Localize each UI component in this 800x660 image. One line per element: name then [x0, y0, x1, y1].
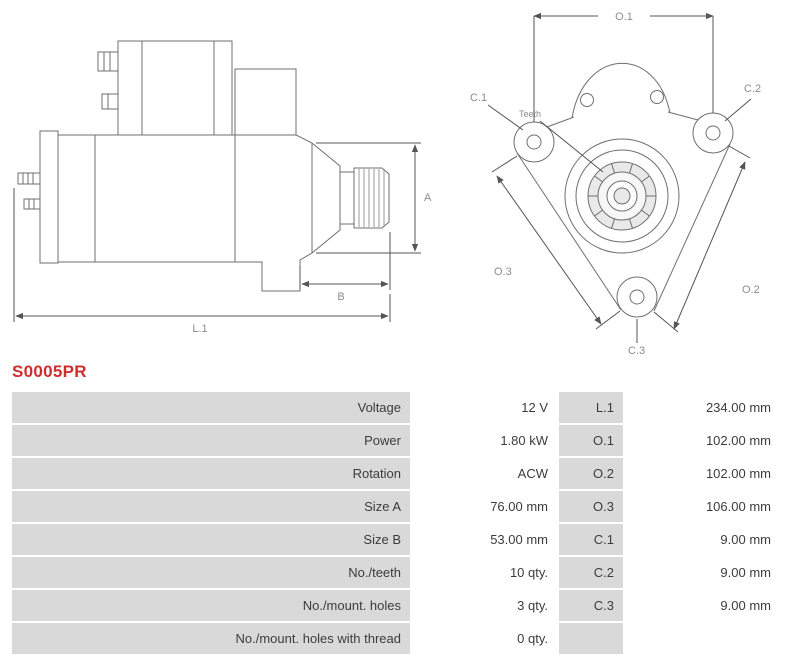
dim-value: 106.00 mm — [625, 491, 780, 522]
dim-key: O.3 — [559, 491, 623, 522]
center-bore-gear — [564, 138, 680, 254]
dim-key: L.1 — [559, 392, 623, 423]
spec-row: No./mount. holes with thread 0 qty. — [12, 623, 780, 654]
spec-row: Size A 76.00 mm O.3 106.00 mm — [12, 491, 780, 522]
dim-value — [625, 623, 780, 654]
spec-value: 76.00 mm — [412, 491, 557, 522]
rear-end-cap — [39, 130, 59, 264]
spec-value: 3 qty. — [412, 590, 557, 621]
spec-table: Voltage 12 V L.1 234.00 mm Power 1.80 kW… — [10, 390, 782, 656]
spec-value: 12 V — [412, 392, 557, 423]
dim-label-c2: C.2 — [744, 83, 761, 95]
dim-label-a: A — [424, 192, 432, 204]
dim-value: 102.00 mm — [625, 458, 780, 489]
spec-label: No./mount. holes with thread — [12, 623, 410, 654]
spec-label: Power — [12, 425, 410, 456]
front-view-dimensions — [487, 12, 752, 343]
dim-key — [559, 623, 623, 654]
dim-label-o1: O.1 — [615, 11, 633, 23]
spec-label: No./mount. holes — [12, 590, 410, 621]
spec-label: Size B — [12, 524, 410, 555]
motor-body — [57, 134, 236, 263]
dim-label-l1: L.1 — [192, 323, 207, 335]
pinion-gear — [353, 167, 390, 229]
spec-row: No./teeth 10 qty. C.2 9.00 mm — [12, 557, 780, 588]
drive-end-bracket — [234, 68, 313, 292]
side-view-dimensions — [13, 142, 421, 322]
dim-key: C.3 — [559, 590, 623, 621]
dim-value: 102.00 mm — [625, 425, 780, 456]
dim-value: 9.00 mm — [625, 524, 780, 555]
dim-value: 9.00 mm — [625, 590, 780, 621]
spec-label: No./teeth — [12, 557, 410, 588]
nose-cone — [311, 142, 355, 254]
spec-value: 1.80 kW — [412, 425, 557, 456]
dim-value: 9.00 mm — [625, 557, 780, 588]
spec-label: Voltage — [12, 392, 410, 423]
dim-key: O.1 — [559, 425, 623, 456]
spec-label: Rotation — [12, 458, 410, 489]
solenoid-terminals — [97, 51, 119, 110]
solenoid-body — [117, 40, 233, 136]
top-dome — [571, 62, 671, 119]
dim-key: O.2 — [559, 458, 623, 489]
spec-row: No./mount. holes 3 qty. C.3 9.00 mm — [12, 590, 780, 621]
dim-value: 234.00 mm — [625, 392, 780, 423]
dim-label-b: B — [337, 291, 344, 303]
spec-value: 53.00 mm — [412, 524, 557, 555]
dim-key: C.1 — [559, 524, 623, 555]
dim-key: C.2 — [559, 557, 623, 588]
spec-row: Voltage 12 V L.1 234.00 mm — [12, 392, 780, 423]
spec-row: Rotation ACW O.2 102.00 mm — [12, 458, 780, 489]
dim-label-c1: C.1 — [470, 92, 487, 104]
starter-side-view — [17, 40, 390, 292]
part-number: S0005PR — [12, 362, 87, 381]
spec-label: Size A — [12, 491, 410, 522]
dim-label-o3: O.3 — [494, 266, 512, 278]
dim-label-c3: C.3 — [628, 345, 645, 357]
spec-value: 0 qty. — [412, 623, 557, 654]
spec-row: Power 1.80 kW O.1 102.00 mm — [12, 425, 780, 456]
rear-terminal-studs — [17, 172, 41, 210]
spec-row: Size B 53.00 mm C.1 9.00 mm — [12, 524, 780, 555]
spec-value: 10 qty. — [412, 557, 557, 588]
technical-drawing: A B L.1 — [13, 11, 761, 357]
spec-value: ACW — [412, 458, 557, 489]
dim-label-o2: O.2 — [742, 284, 760, 296]
teeth-label: Teeth — [519, 109, 541, 119]
starter-front-view — [513, 62, 734, 318]
